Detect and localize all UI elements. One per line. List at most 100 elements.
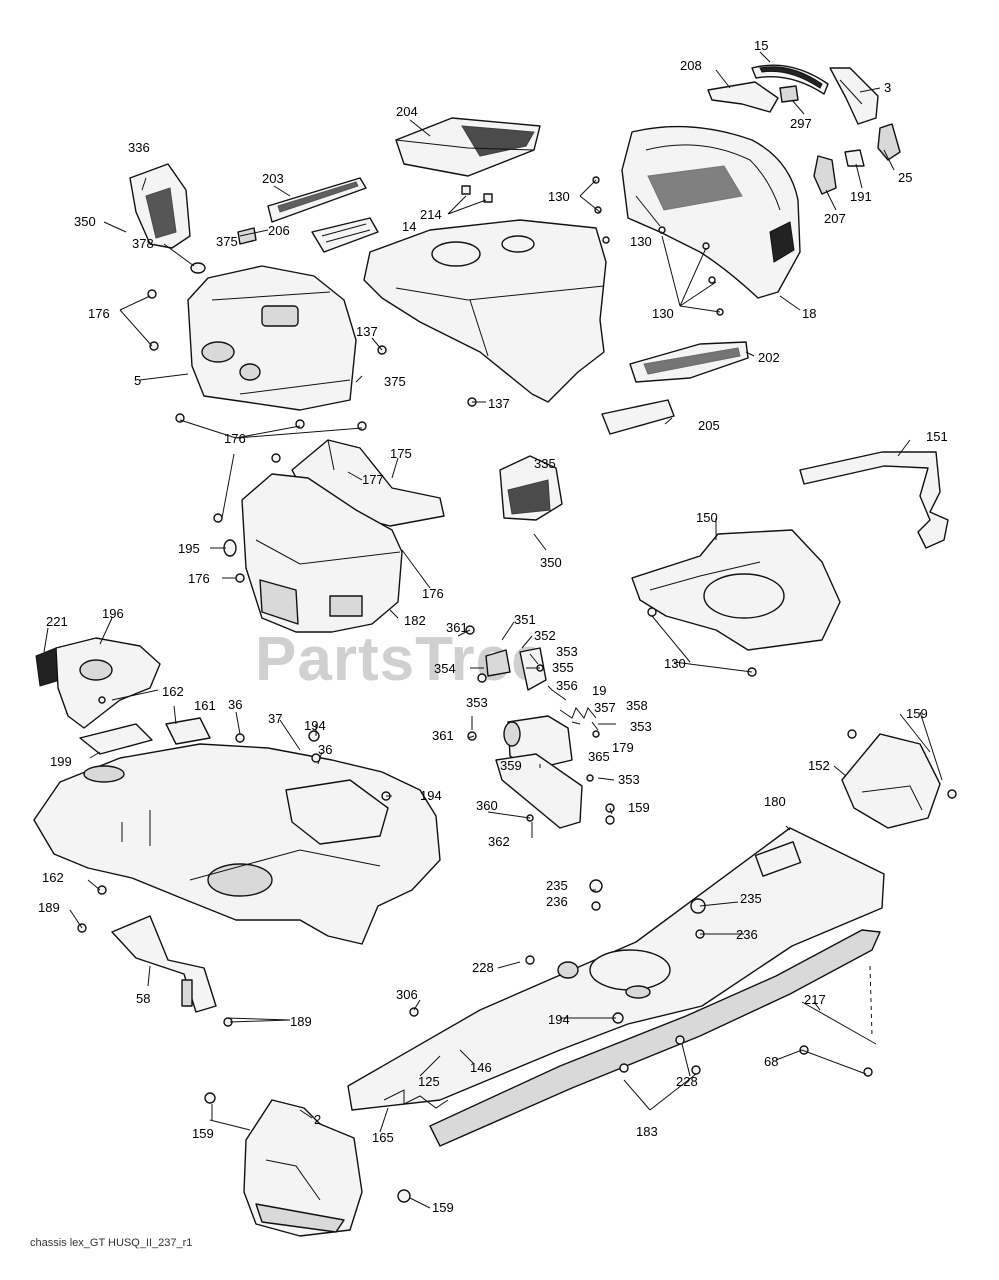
callout-label: 159 bbox=[628, 800, 650, 815]
callout-label: 214 bbox=[420, 207, 442, 222]
callout-label: 151 bbox=[926, 429, 948, 444]
part-14-fender-panel bbox=[363, 219, 607, 403]
callout-label: 130 bbox=[548, 189, 570, 204]
callout-label: 375 bbox=[384, 374, 406, 389]
callout-label: 159 bbox=[432, 1200, 454, 1215]
part-206-grille-insert bbox=[311, 217, 379, 253]
callout-label: 352 bbox=[534, 628, 556, 643]
callout-label: 159 bbox=[192, 1126, 214, 1141]
callout-label: 176 bbox=[188, 571, 210, 586]
callout-label: 3 bbox=[884, 80, 891, 95]
callout-label: 365 bbox=[588, 749, 610, 764]
callout-label: 36 bbox=[228, 697, 242, 712]
leader-lines bbox=[43, 51, 943, 1209]
callout-label: 208 bbox=[680, 58, 702, 73]
callout-label: 130 bbox=[630, 234, 652, 249]
callout-label: 162 bbox=[162, 684, 184, 699]
part-182-front-panel bbox=[241, 473, 403, 633]
part-191-clip bbox=[844, 149, 865, 167]
part-150-footplate bbox=[631, 529, 841, 651]
part-152-seat-bracket bbox=[841, 733, 941, 829]
callout-label: 350 bbox=[540, 555, 562, 570]
callout-label: 353 bbox=[618, 772, 640, 787]
callout-label: 68 bbox=[764, 1054, 778, 1069]
callout-label: 236 bbox=[546, 894, 568, 909]
callout-label: 130 bbox=[664, 656, 686, 671]
callout-label: 204 bbox=[396, 104, 418, 119]
callout-label: 206 bbox=[268, 223, 290, 238]
callout-label: 196 bbox=[102, 606, 124, 621]
part-18-hood bbox=[621, 125, 801, 299]
callout-label: 354 bbox=[434, 661, 456, 676]
part-5-dash-console bbox=[187, 265, 357, 411]
part-297-clip bbox=[779, 85, 799, 103]
callout-label: 207 bbox=[824, 211, 846, 226]
callout-label: 361 bbox=[446, 620, 468, 635]
callout-label: 335 bbox=[534, 456, 556, 471]
callout-label: 146 bbox=[470, 1060, 492, 1075]
part-19-spring bbox=[559, 707, 597, 719]
callout-label: 137 bbox=[356, 324, 378, 339]
part-15-trim-strip bbox=[751, 64, 829, 95]
callout-label: 14 bbox=[402, 219, 416, 234]
callout-label: 306 bbox=[396, 987, 418, 1002]
part-354-block bbox=[485, 649, 511, 677]
callout-label: 25 bbox=[898, 170, 912, 185]
callout-label: 199 bbox=[50, 754, 72, 769]
part-58-bracket bbox=[111, 915, 217, 1013]
callout-label: 235 bbox=[740, 891, 762, 906]
callout-label: 2 bbox=[314, 1112, 321, 1127]
callout-label: 375 bbox=[216, 234, 238, 249]
part-378-grommet bbox=[190, 262, 206, 274]
part-217-rod bbox=[801, 965, 877, 1045]
part-161-plate bbox=[165, 717, 211, 745]
callout-label: 203 bbox=[262, 171, 284, 186]
drawing-code: chassis lex_GT HUSQ_II_237_r1 bbox=[30, 1237, 192, 1249]
part-2-front-bracket bbox=[243, 1099, 363, 1237]
callout-label: 378 bbox=[132, 236, 154, 251]
part-336-side-panel bbox=[129, 163, 191, 249]
callout-label: 362 bbox=[488, 834, 510, 849]
callout-label: 359 bbox=[500, 758, 522, 773]
callout-label: 358 bbox=[626, 698, 648, 713]
callout-label: 161 bbox=[194, 698, 216, 713]
part-205-trim bbox=[601, 399, 675, 435]
callout-label: 228 bbox=[676, 1074, 698, 1089]
part-37-rear-fender bbox=[33, 743, 441, 945]
callout-label: 179 bbox=[612, 740, 634, 755]
callout-label: 297 bbox=[790, 116, 812, 131]
callout-label: 189 bbox=[290, 1014, 312, 1029]
callout-label: 36 bbox=[318, 742, 332, 757]
callout-label: 228 bbox=[472, 960, 494, 975]
callout-label: 176 bbox=[224, 431, 246, 446]
callout-label: 351 bbox=[514, 612, 536, 627]
part-335-vent bbox=[499, 455, 563, 521]
callout-label: 159 bbox=[906, 706, 928, 721]
callout-label: 15 bbox=[754, 38, 768, 53]
part-25-panel bbox=[877, 123, 901, 161]
callout-label: 137 bbox=[488, 396, 510, 411]
callout-label: 194 bbox=[548, 1012, 570, 1027]
callout-label: 356 bbox=[556, 678, 578, 693]
callout-label: 180 bbox=[764, 794, 786, 809]
callout-label: 205 bbox=[698, 418, 720, 433]
part-360-plate bbox=[495, 753, 583, 829]
callout-label: 195 bbox=[178, 541, 200, 556]
part-214-fasteners bbox=[461, 185, 493, 203]
callout-label: 18 bbox=[802, 306, 816, 321]
callout-label: 189 bbox=[38, 900, 60, 915]
callout-label: 336 bbox=[128, 140, 150, 155]
part-355-link bbox=[519, 647, 547, 691]
callout-label: 125 bbox=[418, 1074, 440, 1089]
callout-label: 235 bbox=[546, 878, 568, 893]
part-204-hood-top bbox=[395, 117, 541, 177]
callout-label: 182 bbox=[404, 613, 426, 628]
callout-label: 176 bbox=[88, 306, 110, 321]
part-165-tube bbox=[383, 1089, 449, 1109]
callout-label: 236 bbox=[736, 927, 758, 942]
callout-label: 357 bbox=[594, 700, 616, 715]
callout-label: 353 bbox=[466, 695, 488, 710]
callout-label: 162 bbox=[42, 870, 64, 885]
